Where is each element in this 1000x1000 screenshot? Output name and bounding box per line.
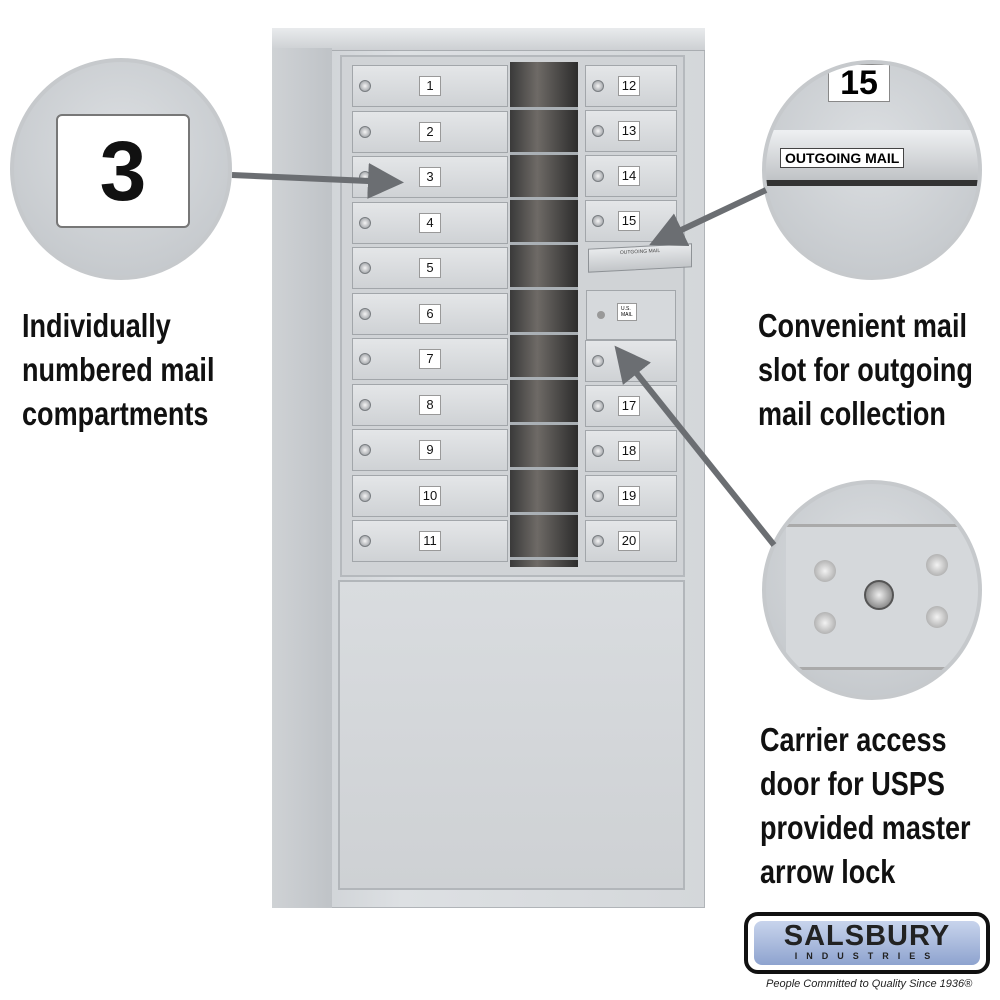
number-plate-15: 15 (828, 64, 890, 102)
lock-icon (359, 353, 371, 365)
compartment-number: 1 (419, 76, 441, 96)
lock-icon (592, 170, 604, 182)
compartment-door: 10 (352, 474, 508, 517)
compartment-door: 5 (352, 247, 508, 289)
brand-name: SALSBURY (783, 920, 951, 952)
compartment-number: 12 (618, 76, 640, 96)
shelf (510, 377, 578, 380)
salsbury-logo: SALSBURY INDUSTRIES (744, 912, 990, 974)
shelf (510, 197, 578, 200)
caption-numbered: Individually numbered mail compartments (22, 304, 214, 436)
shelf (510, 332, 578, 335)
compartment-number: 3 (419, 167, 441, 187)
lock-icon (359, 307, 371, 320)
caption-line: arrow lock (760, 853, 896, 890)
caption-line: mail collection (758, 395, 946, 432)
compartment-number: 18 (618, 441, 640, 461)
lock-icon (592, 490, 604, 502)
compartment-number: 6 (419, 303, 441, 324)
compartment-number: 13 (618, 121, 640, 141)
lock-icon (592, 80, 604, 92)
lock-icon (359, 398, 371, 411)
lock-icon (592, 445, 604, 457)
lock-icon (592, 125, 604, 137)
compartment-door: 13 (585, 110, 677, 152)
shelf (510, 557, 578, 560)
compartment-door: 4 (352, 201, 508, 244)
lock-icon (592, 215, 604, 227)
brand-tagline: People Committed to Quality Since 1936® (766, 978, 973, 990)
compartment-door: 20 (585, 520, 677, 562)
compartment-number: 7 (419, 349, 441, 369)
open-compartments (510, 62, 578, 567)
compartment-number: 2 (419, 121, 441, 142)
compartment-number: 9 (419, 440, 441, 460)
compartment-number: 14 (618, 166, 640, 186)
arrow-numbered (231, 162, 404, 199)
compartment-number: 11 (419, 531, 441, 551)
shelf (510, 287, 578, 290)
lock-icon (592, 355, 604, 367)
caption-line: door for USPS (760, 765, 945, 802)
carrier-label: U.S. MAIL (617, 303, 637, 321)
lock-icon (359, 262, 371, 274)
caption-line: Carrier access (760, 721, 947, 758)
compartment-door: 7 (352, 338, 508, 380)
number-plate: 3 (56, 114, 190, 228)
compartment-door: 19 (585, 475, 677, 517)
lock-zoom-circle (762, 480, 982, 700)
compartment-number: 5 (419, 258, 441, 278)
caption-line: Convenient mail (758, 307, 968, 344)
lock-icon (359, 535, 371, 547)
compartment-door: 14 (585, 155, 677, 197)
compartment-door: 8 (352, 383, 508, 426)
lock-icon (359, 216, 371, 229)
lock-icon (592, 400, 604, 412)
lock-icon (597, 311, 605, 319)
cabinet-side (272, 48, 332, 908)
compartment-number: 10 (419, 485, 441, 506)
lock-icon (359, 489, 371, 502)
caption-slot: Convenient mail slot for outgoing mail c… (758, 304, 973, 436)
shelf (510, 107, 578, 110)
outgoing-mail-label: OUTGOING MAIL (780, 148, 905, 168)
arrow-slot (649, 187, 768, 247)
lock-icon (592, 535, 604, 547)
compartment-door: 9 (352, 429, 508, 471)
compartment-number: 4 (419, 212, 441, 233)
cabinet-top (272, 28, 705, 51)
shelf (510, 512, 578, 515)
compartment-door: 1 (352, 65, 508, 107)
lock-icon (359, 125, 371, 138)
compartment-number: 17 (618, 396, 640, 416)
caption-line: numbered mail (22, 351, 215, 388)
shelf (510, 242, 578, 245)
compartment-door: 18 (585, 430, 677, 472)
caption-line: compartments (22, 395, 209, 432)
slot-zoom-circle: 15 OUTGOING MAIL (762, 60, 982, 280)
lock-icon (359, 444, 371, 456)
compartment-door: 11 (352, 520, 508, 562)
caption-line: Individually (22, 307, 171, 344)
compartment-door: 12 (585, 65, 677, 107)
compartment-door: 6 (352, 292, 508, 335)
shelf (510, 422, 578, 425)
caption-carrier: Carrier access door for USPS provided ma… (760, 718, 971, 894)
lower-panel (338, 580, 685, 890)
compartment-number: 20 (618, 531, 640, 551)
compartment-number: 19 (618, 486, 640, 506)
arrow-carrier (614, 345, 777, 547)
number-zoom-circle: 3 (10, 58, 232, 280)
shelf (510, 467, 578, 470)
arrow-lock-icon (864, 580, 894, 610)
shelf (510, 152, 578, 155)
compartment-door: 2 (352, 110, 508, 153)
caption-line: provided master (760, 809, 971, 846)
compartment-number: 8 (419, 394, 441, 415)
carrier-access-door: U.S. MAIL (586, 290, 676, 340)
brand-sub: INDUSTRIES (794, 951, 940, 961)
compartment-number: 15 (618, 211, 640, 231)
caption-line: slot for outgoing (758, 351, 973, 388)
lock-icon (359, 80, 371, 92)
